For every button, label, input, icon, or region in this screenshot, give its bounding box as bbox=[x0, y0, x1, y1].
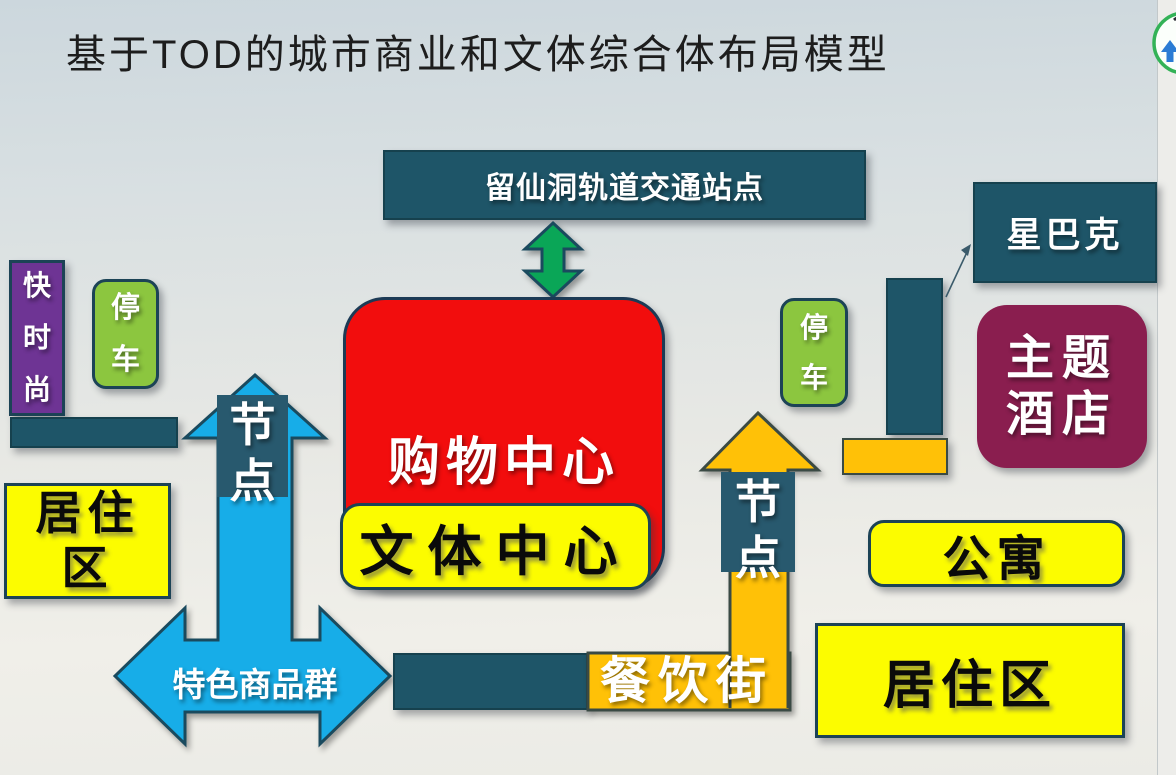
theme-hotel-box: 主题 酒店 bbox=[977, 305, 1147, 468]
parking-right-box: 停 车 bbox=[780, 298, 848, 407]
node-left-box: 节 点 bbox=[217, 395, 288, 507]
parking-left-box: 停 车 bbox=[92, 279, 159, 389]
retail-tower-bar bbox=[886, 278, 943, 435]
orange-bar-right bbox=[842, 438, 948, 475]
leader-line bbox=[945, 244, 971, 298]
transit-station-box: 留仙洞轨道交通站点 bbox=[383, 150, 866, 220]
three-way-arrow-icon bbox=[112, 372, 393, 748]
street-bar-bottom bbox=[393, 653, 588, 710]
cultural-center-box: 文体中心 bbox=[340, 503, 651, 590]
logo-badge-icon bbox=[1152, 12, 1176, 74]
dining-street-label: 餐饮街 bbox=[600, 653, 774, 709]
residential-left-box: 居住 区 bbox=[4, 483, 171, 599]
street-bar-left bbox=[10, 417, 178, 448]
apartment-box: 公寓 bbox=[868, 520, 1125, 587]
node-right-box: 节 点 bbox=[721, 472, 795, 584]
specialty-goods-label: 特色商品群 bbox=[172, 666, 338, 703]
residential-right-box: 居住区 bbox=[815, 623, 1125, 738]
slide-edge-strip bbox=[1157, 0, 1176, 775]
shopping-center-label: 购物中心 bbox=[387, 434, 620, 492]
slide-title: 基于TOD的城市商业和文体综合体布局模型 bbox=[66, 33, 890, 77]
fast-fashion-box: 快 时 尚 bbox=[9, 260, 65, 416]
two-way-arrow-icon bbox=[521, 220, 585, 300]
starbucks-box: 星巴克 bbox=[973, 182, 1157, 283]
